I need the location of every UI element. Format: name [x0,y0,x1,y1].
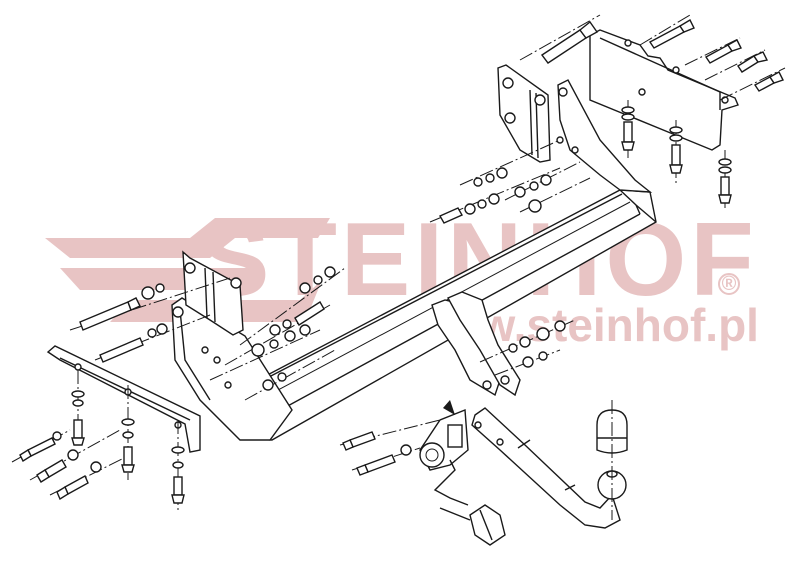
fastener-cluster-center [479,319,576,376]
left-upper-bracket [182,250,244,336]
right-angle-bar [589,29,739,151]
bolt-set-upper-right [519,14,786,101]
ball-cap [596,400,628,520]
fastener-cluster-upper-middle [429,139,591,224]
bolt-set-lower-left [11,429,131,501]
vertical-bolts-left [71,370,185,510]
bolt-set-lower-middle [339,419,441,476]
left-mounting-plate [171,297,293,441]
right-upper-bracket [497,64,551,163]
vertical-bolts-right [621,100,732,210]
socket-plate [419,400,469,506]
ball-neck [471,407,621,529]
socket-connector-plug [439,504,506,546]
bolt-set-left [69,266,346,401]
center-clamp [431,291,521,397]
right-mounting-plate [556,79,653,193]
left-angle-bar [46,345,201,453]
